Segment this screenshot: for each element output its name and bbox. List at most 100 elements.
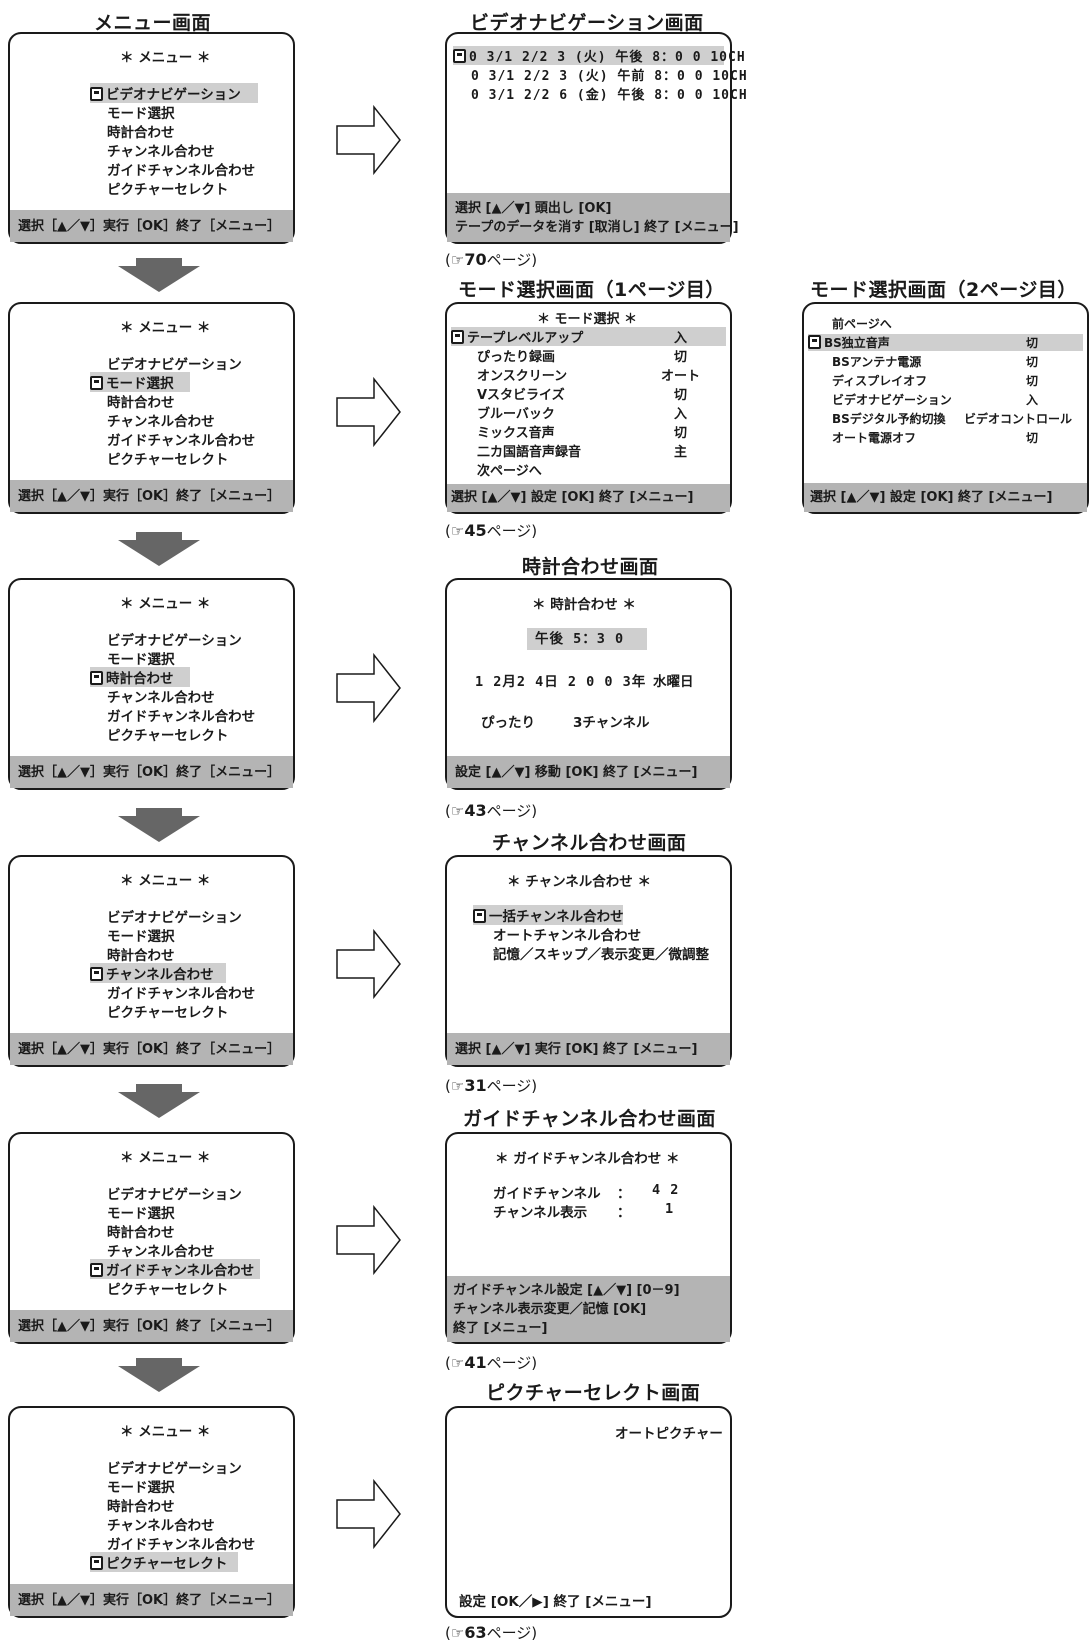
clock-time-field[interactable]: 午後 5：3 0: [527, 628, 647, 650]
mode1-row-label[interactable]: ぴったり録画: [477, 350, 556, 365]
menu-item-mode[interactable]: モード選択: [107, 106, 175, 122]
menu-footer: 選択［▲／▼］実行［OK］終了［メニュー］: [10, 1310, 293, 1342]
menu-item-channel[interactable]: チャンネル合わせ: [107, 1244, 215, 1260]
mode1-row-label[interactable]: ブルーバック: [477, 407, 555, 422]
clock-pittari[interactable]: ぴったり: [481, 715, 535, 731]
guide-footer: ガイドチャンネル設定 [▲／▼] [0－9] チャンネル表示変更／記憶 [OK]…: [447, 1276, 730, 1342]
menu-item-videonavi[interactable]: ビデオナビゲーション: [107, 1187, 242, 1203]
menu-item-channel[interactable]: チャンネル合わせ: [90, 963, 226, 983]
menu-item-videonavi[interactable]: ビデオナビゲーション: [107, 633, 242, 649]
page-reference: (☞43ページ): [445, 801, 538, 820]
menu-item-clock[interactable]: 時計合わせ: [107, 125, 175, 141]
mode1-title: ＊ モード選択 ＊: [537, 312, 638, 327]
menu-item-videonavi[interactable]: ビデオナビゲーション: [107, 910, 242, 926]
menu-item-picture[interactable]: ピクチャーセレクト: [107, 182, 229, 198]
clock-channel[interactable]: 3チャンネル: [573, 715, 650, 731]
mode2-row-label[interactable]: BSアンテナ電源: [832, 355, 922, 369]
clock-date[interactable]: 1 2月2 4日 2 0 0 3年: [475, 674, 647, 690]
menu-item-guide[interactable]: ガイドチャンネル合わせ: [90, 1259, 260, 1279]
picture-mode-value[interactable]: オートピクチャー: [615, 1426, 723, 1442]
clock-footer: 設定 [▲／▼] 移動 [OK] 終了 [メニュー]: [447, 756, 730, 788]
cursor-icon: [90, 967, 103, 981]
menu-item-videonavi[interactable]: ビデオナビゲーション: [107, 1461, 242, 1477]
mode1-row-value: 入: [674, 407, 688, 422]
menu-item-channel[interactable]: チャンネル合わせ: [107, 690, 215, 706]
videonavi-row[interactable]: 0 3/1 2/2 3 (火) 午後 8：0 0 10CH: [453, 46, 745, 65]
cursor-icon: [808, 335, 821, 349]
mode1-row-label[interactable]: ミックス音声: [477, 426, 555, 441]
menu-item-videonavi[interactable]: ビデオナビゲーション: [107, 357, 242, 373]
menu-item-guide[interactable]: ガイドチャンネル合わせ: [107, 433, 256, 449]
gray-down-arrow-icon: [118, 1084, 200, 1118]
menu-item-channel[interactable]: チャンネル合わせ: [107, 414, 215, 430]
menu-item-guide[interactable]: ガイドチャンネル合わせ: [107, 1537, 256, 1553]
mode2-screen: 前ページへ BS独立音声切 BSアンテナ電源 切 ディスプレイオフ 切 ビデオナ…: [802, 302, 1089, 514]
mode2-row-label[interactable]: オート電源オフ: [832, 431, 917, 445]
page-reference: (☞63ページ): [445, 1623, 538, 1642]
videonavi-row[interactable]: 0 3/1 2/2 6 (金) 午後 8：0 0 10CH: [471, 88, 748, 103]
channel-item-bulk[interactable]: 一括チャンネル合わせ: [473, 905, 624, 925]
menu-item-clock[interactable]: 時計合わせ: [107, 1225, 175, 1241]
menu-item-picture[interactable]: ピクチャーセレクト: [107, 1005, 229, 1021]
mode2-prev-page[interactable]: 前ページへ: [832, 317, 892, 331]
picture-screen: オートピクチャー 設定 [OK／▶] 終了 [メニュー]: [445, 1406, 732, 1618]
guide-footer-line1: ガイドチャンネル設定 [▲／▼] [0－9]: [453, 1283, 680, 1298]
mode1-row-value: 切: [674, 388, 688, 403]
mode1-row-label[interactable]: Vスタビライズ: [477, 388, 565, 403]
menu-item-guide[interactable]: ガイドチャンネル合わせ: [107, 163, 256, 179]
menu-item-clock[interactable]: 時計合わせ: [107, 1499, 175, 1515]
clock-title: ＊ 時計合わせ ＊: [532, 597, 636, 613]
guide-footer-line3: 終了 [メニュー]: [453, 1321, 548, 1336]
mode1-row-label[interactable]: 二カ国語音声録音: [477, 445, 582, 460]
menu-item-mode[interactable]: モード選択: [107, 1206, 175, 1222]
menu-item-picture[interactable]: ピクチャーセレクト: [107, 452, 229, 468]
menu-title: ＊ メニュー ＊: [120, 50, 211, 66]
outline-right-arrow-icon: [336, 1478, 401, 1550]
menu-item-channel[interactable]: チャンネル合わせ: [107, 144, 215, 160]
menu-screen-1: ＊ メニュー ＊ ビデオナビゲーション モード選択 時計合わせ チャンネル合わせ…: [8, 32, 295, 244]
channel-display-label: チャンネル表示: [493, 1205, 588, 1221]
picture-footer: 設定 [OK／▶] 終了 [メニュー]: [459, 1594, 652, 1610]
mode2-row[interactable]: BS独立音声切: [808, 334, 1083, 351]
channel-item-auto[interactable]: オートチャンネル合わせ: [493, 928, 642, 944]
menu-screen-3: ＊ メニュー ＊ ビデオナビゲーション モード選択 時計合わせ チャンネル合わせ…: [8, 578, 295, 790]
menu-item-mode[interactable]: モード選択: [107, 1480, 175, 1496]
menu-footer: 選択［▲／▼］実行［OK］終了［メニュー］: [10, 756, 293, 788]
mode2-row-value: ビデオコントロール: [964, 412, 1073, 426]
channel-display-value[interactable]: 1: [665, 1201, 675, 1217]
menu-item-mode[interactable]: モード選択: [107, 652, 175, 668]
menu-item-clock[interactable]: 時計合わせ: [107, 948, 175, 964]
mode2-row-label[interactable]: BSデジタル予約切換: [832, 412, 946, 426]
mode2-row-value: 切: [1026, 355, 1039, 369]
mode2-row-label[interactable]: ビデオナビゲーション: [832, 393, 952, 407]
mode1-next-page[interactable]: 次ページへ: [477, 464, 542, 479]
mode2-row-value: 切: [1026, 431, 1039, 445]
menu-item-picture[interactable]: ピクチャーセレクト: [90, 1552, 238, 1572]
cursor-icon: [473, 909, 486, 923]
menu-item-mode[interactable]: モード選択: [90, 372, 190, 392]
menu-item-picture[interactable]: ピクチャーセレクト: [107, 728, 229, 744]
page-reference: (☞41ページ): [445, 1353, 538, 1372]
menu-item-picture[interactable]: ピクチャーセレクト: [107, 1282, 229, 1298]
menu-item-mode[interactable]: モード選択: [107, 929, 175, 945]
channel-display-sep: ：: [617, 1205, 631, 1221]
guide-title: ＊ ガイドチャンネル合わせ ＊: [495, 1151, 680, 1167]
menu-item-clock[interactable]: 時計合わせ: [90, 667, 190, 687]
mode1-row[interactable]: テープレベルアップ入: [451, 327, 726, 346]
menu-item-channel[interactable]: チャンネル合わせ: [107, 1518, 215, 1534]
menu-title: ＊ メニュー ＊: [120, 1424, 211, 1440]
mode2-footer: 選択 [▲／▼] 設定 [OK] 終了 [メニュー]: [804, 483, 1087, 512]
menu-item-videonavi[interactable]: ビデオナビゲーション: [90, 83, 258, 103]
channel-item-memory[interactable]: 記憶／スキップ／表示変更／微調整: [493, 947, 709, 963]
mode1-row-label[interactable]: オンスクリーン: [477, 369, 568, 384]
heading-mode2-screen: モード選択画面（2ページ目）: [810, 279, 1077, 301]
guide-channel-sep: ：: [617, 1186, 631, 1202]
videonavi-row[interactable]: 0 3/1 2/2 3 (火) 午前 8：0 0 10CH: [471, 69, 748, 84]
menu-item-guide[interactable]: ガイドチャンネル合わせ: [107, 709, 256, 725]
guide-channel-value[interactable]: 4 2: [652, 1182, 680, 1198]
videonavi-footer-line2: テープのデータを消す [取消し] 終了 [メニュー]: [455, 220, 739, 235]
gray-down-arrow-icon: [118, 1358, 200, 1392]
menu-item-guide[interactable]: ガイドチャンネル合わせ: [107, 986, 256, 1002]
menu-item-clock[interactable]: 時計合わせ: [107, 395, 175, 411]
mode2-row-label[interactable]: ディスプレイオフ: [832, 374, 928, 388]
